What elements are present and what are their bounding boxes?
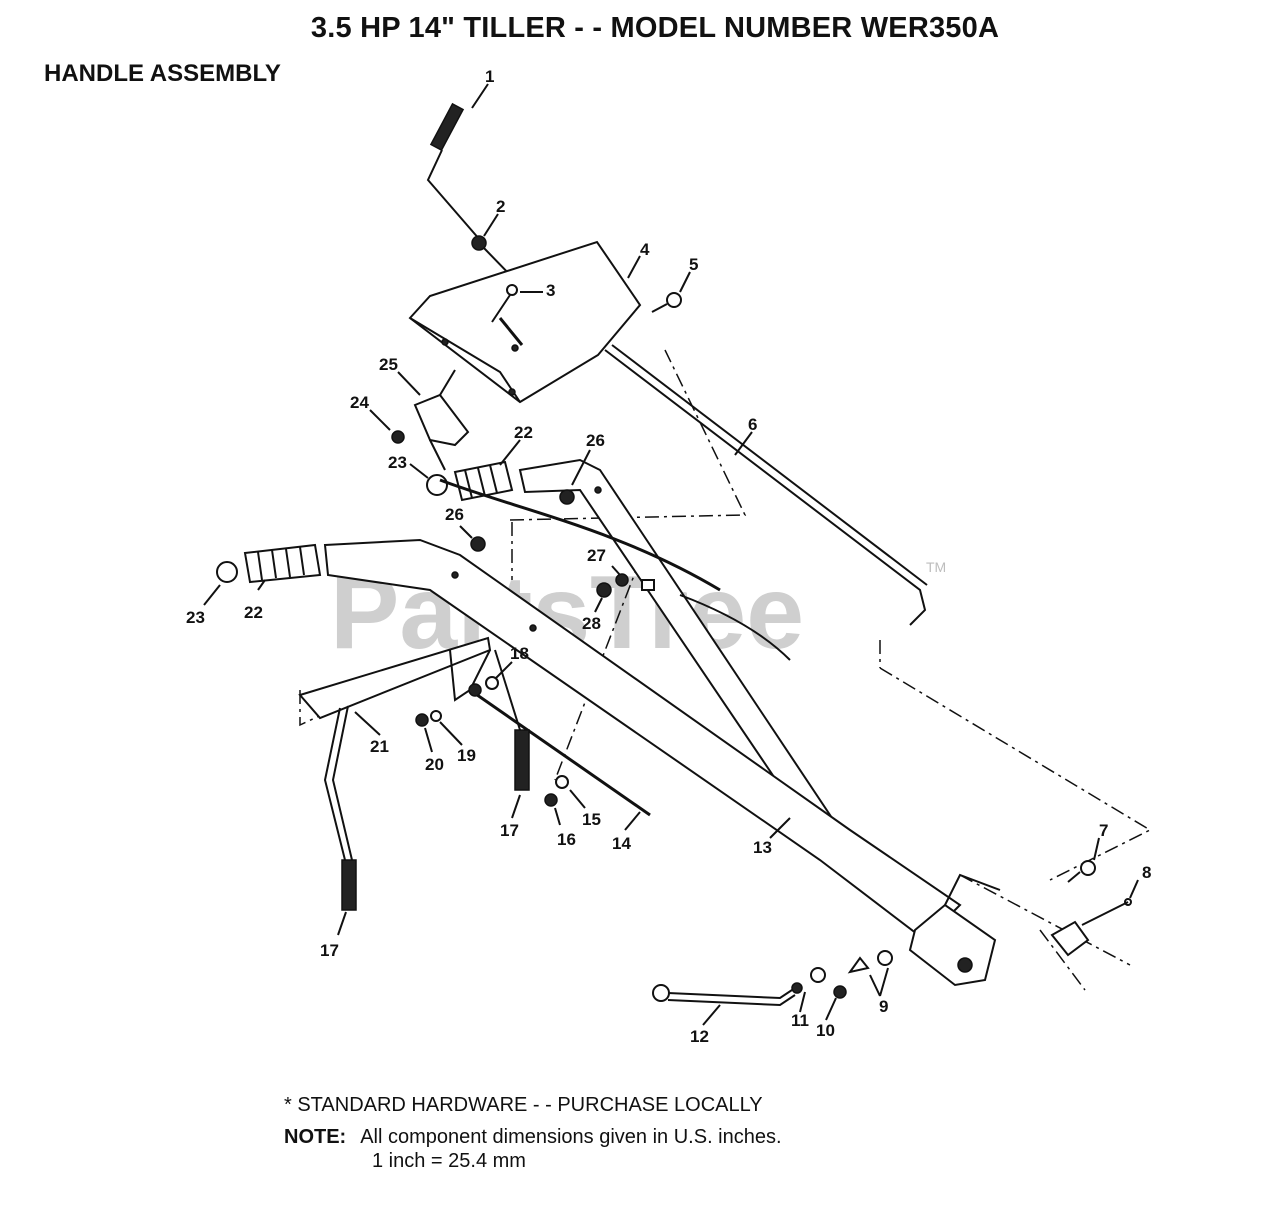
callout-6: 6 — [748, 415, 757, 434]
callout-28: 28 — [582, 614, 601, 633]
callout-4: 4 — [640, 240, 650, 259]
clip-8 — [1081, 898, 1132, 926]
callout-2: 2 — [496, 197, 505, 216]
shift-lever-12 — [652, 984, 796, 1007]
callout-5: 5 — [689, 255, 698, 274]
handle-mount-housing — [908, 873, 1001, 987]
clip-27 — [641, 579, 655, 591]
cable-end — [679, 594, 791, 661]
callout-16: 16 — [557, 830, 576, 849]
section-subtitle: HANDLE ASSEMBLY — [44, 60, 281, 87]
conversion-note: 1 inch = 25.4 mm — [372, 1150, 526, 1172]
callout-13: 13 — [753, 838, 772, 857]
lever-17-upper — [449, 649, 530, 791]
callout-7: 7 — [1099, 821, 1108, 840]
throttle-cable — [439, 478, 721, 592]
washer-9 — [877, 950, 893, 966]
note-text: All component dimensions given in U.S. i… — [360, 1126, 782, 1148]
callout-17-upper: 17 — [500, 821, 519, 840]
callout-3: 3 — [546, 281, 555, 300]
callout-27: 27 — [587, 546, 606, 565]
callout-15: 15 — [582, 810, 601, 829]
control-panel-bracket — [408, 240, 642, 404]
callout-10: 10 — [816, 1021, 835, 1040]
callout-18: 18 — [510, 644, 529, 663]
nut-28 — [596, 582, 612, 598]
callout-9: 9 — [879, 997, 888, 1016]
watermark-tm: TM — [926, 559, 946, 575]
washer-19 — [430, 710, 442, 722]
lower-grip-22 — [243, 543, 322, 584]
nut-20 — [415, 713, 429, 727]
callout-19: 19 — [457, 746, 476, 765]
assembly-guide-line — [879, 667, 1152, 881]
nut-2 — [471, 235, 487, 251]
control-rod-6-edge — [611, 344, 928, 586]
callout-22-upper: 22 — [514, 423, 533, 442]
bolt-7 — [1067, 860, 1096, 883]
washer-11 — [810, 967, 826, 983]
page-title: 3.5 HP 14" TILLER - - MODEL NUMBER WER35… — [310, 12, 1000, 44]
washer-18 — [485, 676, 499, 690]
washer-15 — [555, 775, 569, 789]
callout-23-lower: 23 — [186, 608, 205, 627]
callout-1: 1 — [485, 67, 494, 86]
washer-27 — [615, 573, 629, 587]
throttle-rod — [426, 102, 516, 281]
standard-hardware-note: * STANDARD HARDWARE - - PURCHASE LOCALLY — [284, 1094, 763, 1116]
bolt-5 — [651, 292, 682, 313]
pin-9 — [847, 956, 870, 974]
spring-11 — [791, 982, 803, 994]
callout-21: 21 — [370, 737, 389, 756]
cable-bracket-25 — [413, 369, 470, 471]
callout-25: 25 — [379, 355, 398, 374]
lever-bracket-21 — [298, 636, 492, 911]
callout-17-lower: 17 — [320, 941, 339, 960]
leader-lines — [203, 83, 1139, 1026]
callout-26-lower: 26 — [445, 505, 464, 524]
nut-18 — [468, 683, 482, 697]
nut-16 — [544, 793, 558, 807]
control-rod-6 — [604, 349, 927, 626]
grip-cap-23-upper — [426, 474, 448, 496]
screw-3 — [491, 284, 518, 323]
callout-14: 14 — [612, 834, 631, 853]
callout-24: 24 — [350, 393, 369, 412]
grip-cap-23-lower — [216, 561, 238, 583]
callout-11: 11 — [791, 1011, 809, 1030]
assembly-guide-line — [959, 874, 1131, 966]
callout-22-lower: 22 — [244, 603, 263, 622]
note-label: NOTE: — [284, 1126, 347, 1148]
callout-20: 20 — [425, 755, 444, 774]
callout-23-upper: 23 — [388, 453, 407, 472]
dimensions-note: NOTE: All component dimensions given in U… — [284, 1126, 782, 1149]
callout-12: 12 — [690, 1027, 709, 1046]
callout-26-upper: 26 — [586, 431, 605, 450]
assembly-guide-line — [299, 649, 461, 727]
tiller-mount — [1050, 920, 1090, 957]
callout-labels: 1 2 3 4 5 6 7 8 9 10 11 12 13 14 15 16 1… — [186, 67, 1151, 1046]
assembly-guide-line — [1039, 929, 1086, 991]
callout-8: 8 — [1142, 863, 1151, 882]
nut-10 — [833, 985, 847, 999]
control-cable-14 — [469, 688, 651, 817]
nut-24 — [391, 430, 405, 444]
